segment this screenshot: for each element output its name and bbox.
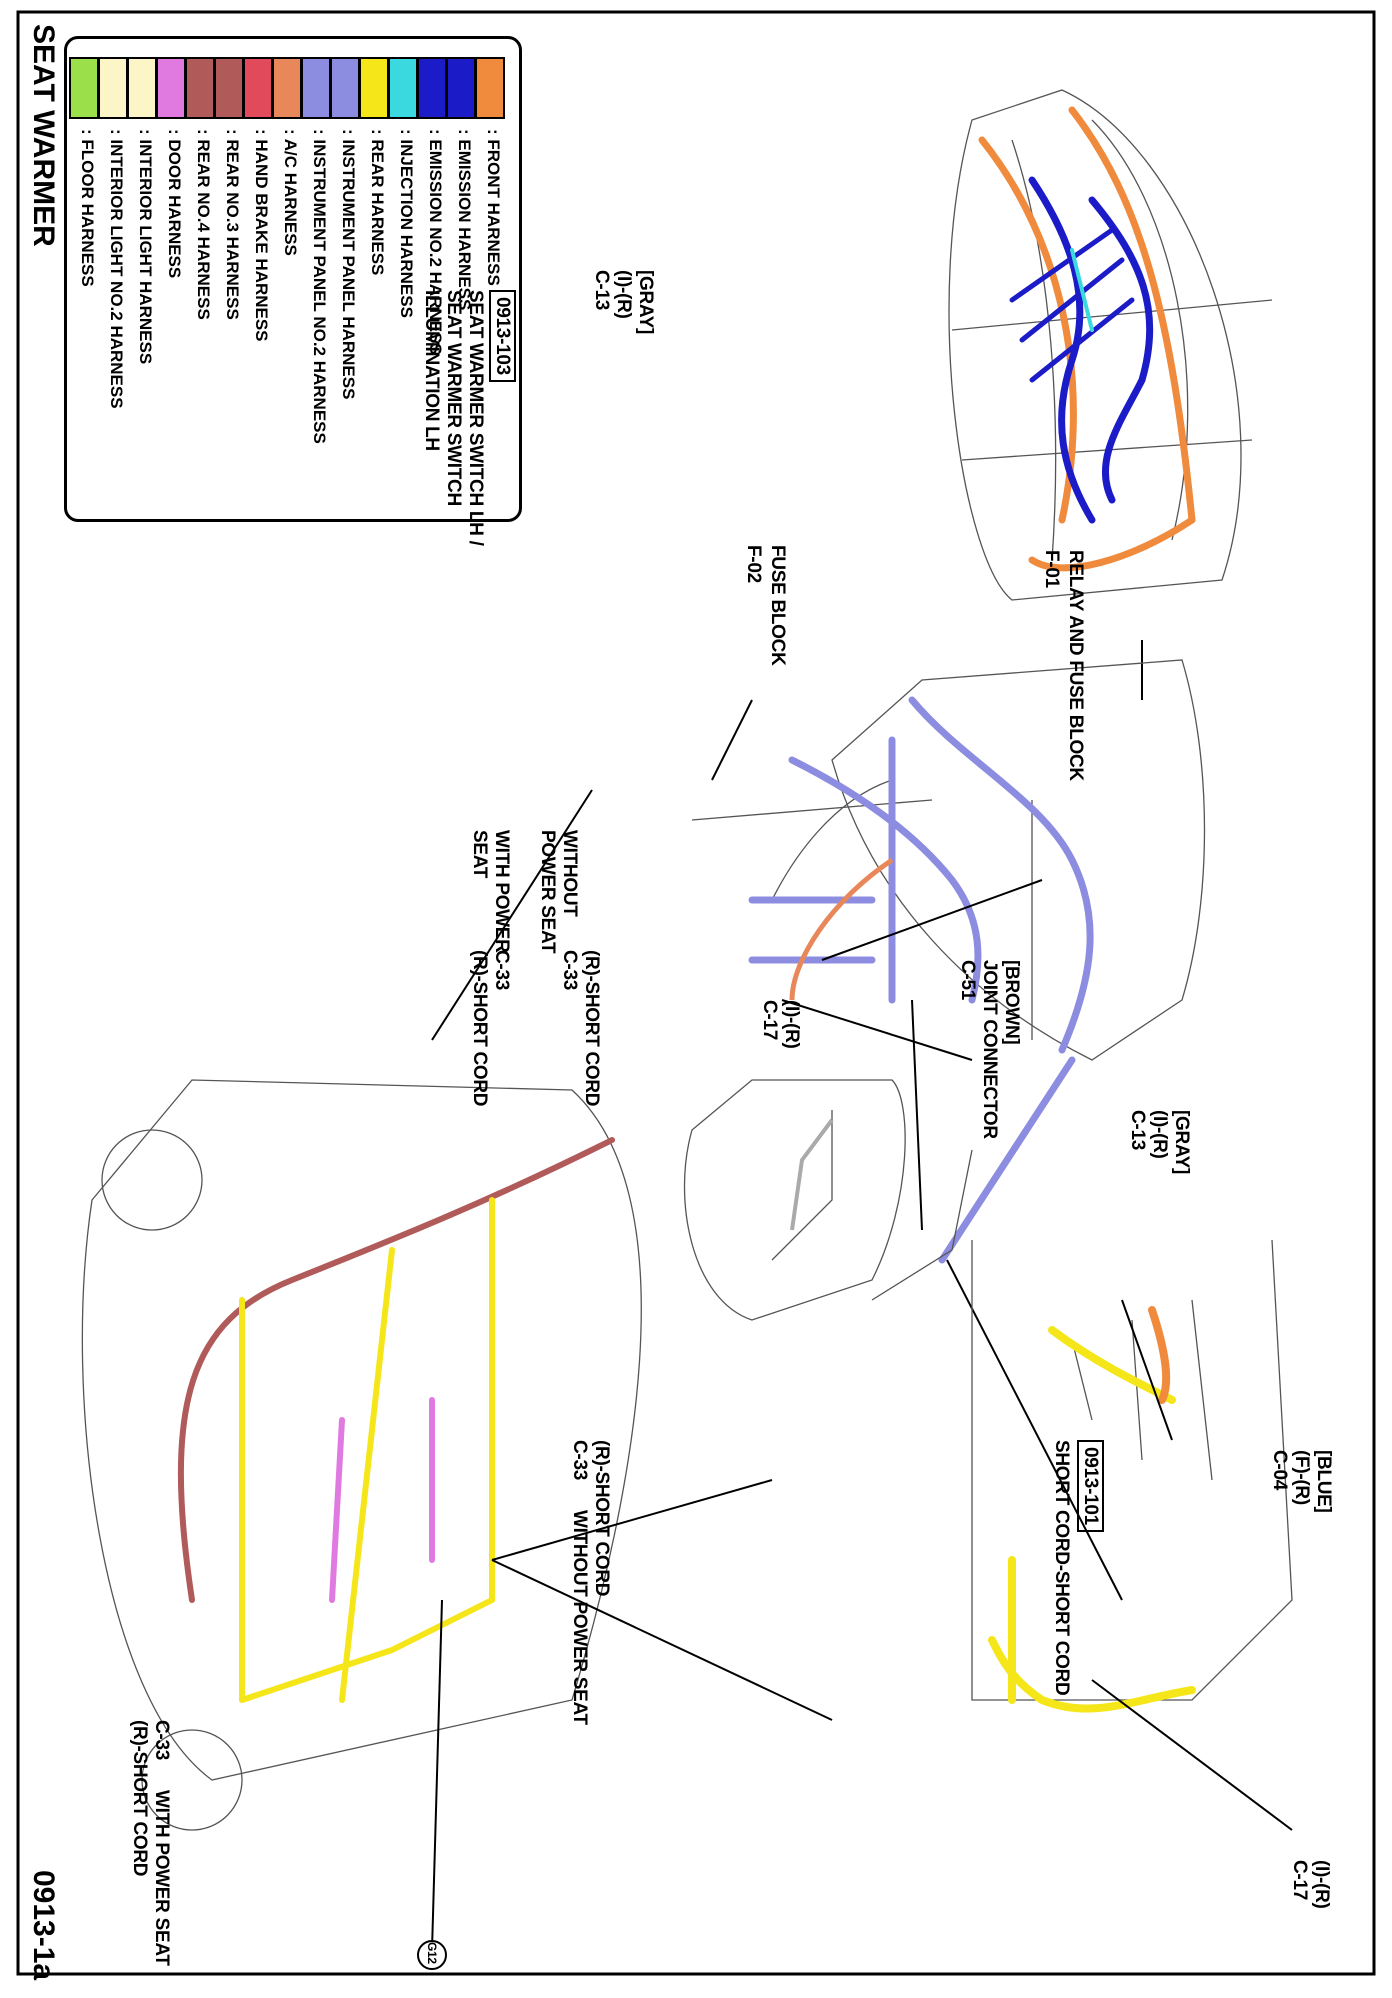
legend-swatch — [272, 57, 302, 119]
legend-swatch — [417, 57, 447, 119]
page-code: 0913-1a — [27, 1870, 60, 1981]
leader-ground — [431, 1599, 443, 1951]
floor-harness — [177, 1137, 615, 1703]
leader-c13-b — [911, 999, 923, 1231]
label-f02: F-02 — [743, 545, 764, 583]
legend-swatch — [330, 57, 360, 119]
rear-panel-harness — [988, 1306, 1196, 1713]
legend-label: : REAR NO.3 HARNESS — [223, 129, 242, 320]
leader-c13-a — [711, 699, 753, 781]
legend-label: : REAR NO.4 HARNESS — [194, 129, 213, 320]
legend-label: : REAR HARNESS — [368, 129, 387, 276]
label-seat-a2: WITHOUT — [559, 830, 580, 917]
label-c04-color: [BLUE] — [1313, 1450, 1334, 1513]
label-seat-a4: POWER SEAT — [537, 830, 558, 954]
ref-0913-101[interactable]: 0913-101 — [1077, 1440, 1104, 1532]
label-c13-a: C-13 — [591, 270, 612, 310]
label-floor-b1: C-33 — [151, 1720, 172, 1760]
leader-c17-b — [1091, 1679, 1293, 1831]
engine-harness — [978, 106, 1196, 572]
legend-swatch — [243, 57, 273, 119]
legend-label: : INSTRUMENT PANEL HARNESS — [339, 129, 358, 400]
label-c13-a-color: [GRAY] — [635, 270, 656, 335]
label-c04-type: (F)-(R) — [1291, 1450, 1312, 1505]
ground-symbol — [417, 1940, 447, 1970]
legend-swatch — [185, 57, 215, 119]
label-seat-b2: C-33 — [491, 950, 512, 990]
leader-floor-a — [491, 1479, 773, 1561]
label-seat-switch-2: SEAT WARMER SWITCH — [443, 290, 464, 506]
legend-swatch — [388, 57, 418, 119]
label-floor-a2: C-33 — [569, 1440, 590, 1480]
label-ground: G12 — [425, 1942, 439, 1964]
legend-label: : INSTRUMENT PANEL NO.2 HARNESS — [310, 129, 329, 444]
legend-label: : FRONT HARNESS — [484, 129, 503, 286]
legend-swatch — [127, 57, 157, 119]
leader-0913-101 — [946, 1259, 1123, 1601]
label-c13-a-type: (I)-(R) — [613, 270, 634, 319]
ref-0913-103[interactable]: 0913-103 — [489, 290, 516, 382]
label-fuse-block: FUSE BLOCK — [767, 545, 788, 666]
label-seat-b1: WITH POWER — [491, 830, 512, 953]
legend-swatch — [475, 57, 505, 119]
label-c51-color: [BROWN] — [1001, 960, 1022, 1045]
legend-label: : A/C HARNESS — [281, 129, 300, 256]
label-c17-a: C-17 — [759, 1000, 780, 1040]
label-floor-b3: (R)-SHORT CORD — [129, 1720, 150, 1877]
label-c13-b: C-13 — [1127, 1110, 1148, 1150]
leader-c51 — [821, 879, 1043, 961]
label-relay-fuse-block: RELAY AND FUSE BLOCK — [1065, 550, 1086, 781]
label-seat-a3: C-33 — [559, 950, 580, 990]
label-short-cord: SHORT CORD-SHORT CORD — [1051, 1440, 1072, 1696]
label-c04: C-04 — [1269, 1450, 1290, 1490]
label-seat-b3: SEAT — [469, 830, 490, 879]
label-c51: C-51 — [957, 960, 978, 1000]
label-seat-switch-3: ILLUMINATION LH — [421, 290, 442, 451]
legend-label: : INJECTION HARNESS — [397, 129, 416, 318]
dashboard-sketch — [691, 659, 1206, 1061]
label-f01: F-01 — [1041, 550, 1062, 588]
legend-swatch — [301, 57, 331, 119]
label-seat-a1: (R)-SHORT CORD — [581, 950, 602, 1107]
label-floor-a1: (R)-SHORT CORD — [591, 1440, 612, 1597]
label-c51-name: JOINT CONNECTOR — [979, 960, 1000, 1139]
leader-c04 — [1121, 1299, 1173, 1441]
legend-swatch — [69, 57, 99, 119]
page-title: SEAT WARMER — [27, 24, 60, 247]
page-border — [16, 10, 1376, 1976]
legend-label: : DOOR HARNESS — [165, 129, 184, 279]
leader-c17-a — [781, 999, 973, 1061]
floor-sketch — [81, 1079, 642, 1831]
legend-label: : EMISSION HARNESS — [455, 129, 474, 311]
label-c17-b: C-17 — [1289, 1860, 1310, 1900]
leader-floor-b — [491, 1559, 833, 1721]
legend-label: : INTERIOR LIGHT NO.2 HARNESS — [107, 129, 126, 409]
label-floor-a3: WITHOUT POWER SEAT — [569, 1510, 590, 1725]
dashboard-harness — [748, 696, 1094, 1264]
label-c17-b-type: (I)-(R) — [1311, 1860, 1332, 1909]
legend-swatch — [359, 57, 389, 119]
rear-panel-sketch — [971, 1239, 1293, 1701]
legend-label: : INTERIOR LIGHT HARNESS — [136, 129, 155, 365]
legend-swatch — [98, 57, 128, 119]
label-floor-b2: WITH POWER SEAT — [151, 1790, 172, 1966]
label-seat-b4: (R)-SHORT CORD — [469, 950, 490, 1107]
legend-label: : FLOOR HARNESS — [78, 129, 97, 287]
label-c13-b-type: (I)-(R) — [1149, 1110, 1170, 1159]
legend-swatch — [156, 57, 186, 119]
leader-0913-103 — [431, 789, 593, 1041]
legend-swatch — [446, 57, 476, 119]
label-c17-a-type: (I)-(R) — [781, 1000, 802, 1049]
seat-sketch — [683, 1079, 973, 1321]
label-c13-b-color: [GRAY] — [1171, 1110, 1192, 1175]
legend-swatch — [214, 57, 244, 119]
legend-label: : HAND BRAKE HARNESS — [252, 129, 271, 342]
label-seat-switch-1: SEAT WARMER SWITCH LH / — [465, 290, 486, 546]
